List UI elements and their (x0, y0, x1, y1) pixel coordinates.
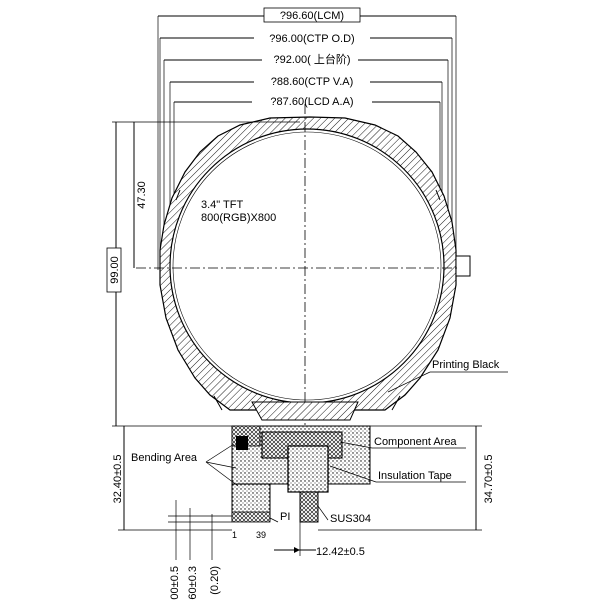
pin-pitch-label: 2.60±0.3 (187, 566, 199, 600)
screen-area-inner (172, 131, 442, 401)
screen-area (169, 128, 445, 404)
total-height-label: 99.00 (109, 256, 121, 284)
fpc-dimensions: 32.40±0.5 34.70±0.5 4.00±0.5 2.60±0.3 (0… (112, 425, 495, 600)
round-display: 3.4" TFT 800(RGB)X800 (136, 104, 471, 426)
pin-39-label: 39 (256, 530, 266, 540)
component-area-label: Component Area (374, 436, 457, 448)
pin-1-label: 1 (232, 530, 237, 540)
fpc-left-height-label: 32.40±0.5 (112, 455, 124, 504)
fpc-assembly: 1 39 (231, 425, 371, 540)
lcd-aa-label: ?87.60(LCD A.A) (270, 96, 353, 108)
height-dimensions: 47.30 99.00 (106, 121, 300, 427)
half-height-label: 47.30 (136, 181, 148, 209)
sus304-label: SUS304 (330, 513, 371, 525)
printing-black-label: Printing Black (432, 359, 500, 371)
fpc-right-height-label: 34.70±0.5 (483, 455, 495, 504)
pin-offset-label: 4.00±0.5 (169, 566, 181, 600)
fpc-width-label: 12.42±0.5 (316, 546, 365, 558)
ctp-va-label: ?88.60(CTP V.A) (271, 76, 354, 88)
step-diameter-label: ?92.00( 上台阶) (273, 52, 350, 66)
lcm-diameter-label: ?96.60(LCM) (280, 10, 344, 22)
panel-size-label: 3.4" TFT (201, 199, 243, 211)
diameter-dimensions: ?96.60(LCM) ?96.00(CTP O.D) ?92.00( 上台阶)… (157, 7, 457, 270)
ctp-od-label: ?96.00(CTP O.D) (269, 33, 354, 45)
display-neck (251, 401, 359, 421)
connector-pins (231, 511, 271, 523)
insulation-tape-label: Insulation Tape (378, 470, 452, 482)
pi-label: PI (280, 511, 290, 523)
pin-gap-label: (0.20) (209, 566, 221, 595)
insulation-tape (287, 445, 329, 493)
stiffener (299, 491, 319, 523)
side-tab (455, 255, 471, 277)
callouts: Printing Black Component Area Insulation… (131, 359, 508, 525)
bending-area-label: Bending Area (131, 452, 198, 464)
panel-resolution-label: 800(RGB)X800 (201, 212, 276, 224)
